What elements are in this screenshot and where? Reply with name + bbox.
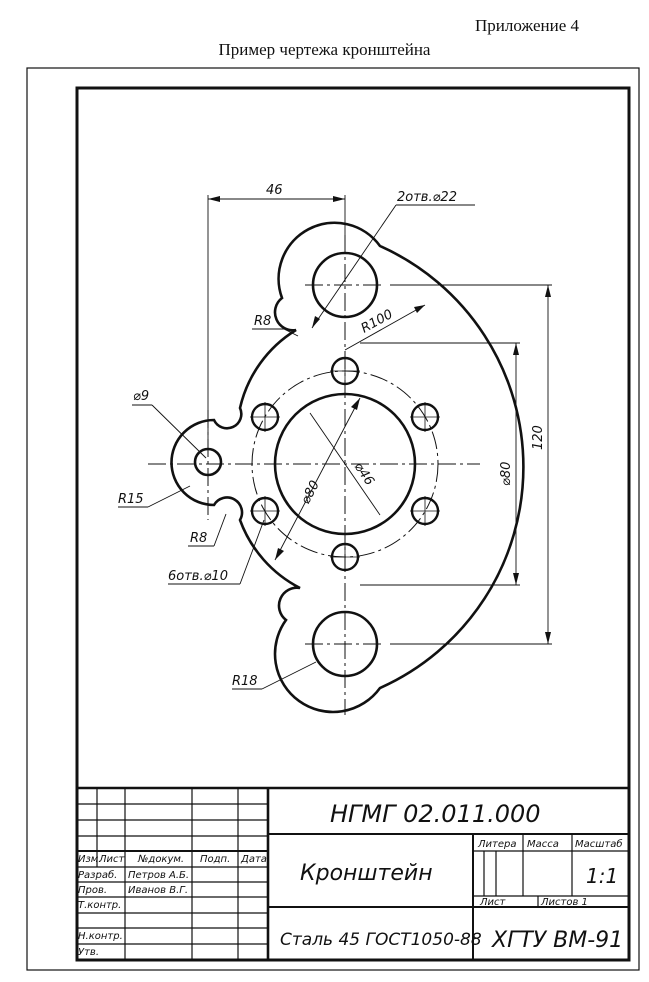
- dim-r8-top: R8: [254, 314, 271, 329]
- sheet-outer-border: [26, 67, 640, 971]
- col-data: Дата: [240, 854, 267, 865]
- dimension-arrows: [208, 196, 551, 644]
- bracket-outline: [170, 221, 525, 714]
- col-ndokum: №докум.: [137, 854, 184, 865]
- listov-label: Листов 1: [540, 897, 588, 908]
- dim-d80-right: ⌀80: [499, 462, 514, 486]
- list-label: Лист: [479, 897, 507, 908]
- name-razrab: Петров А.Б.: [128, 870, 189, 881]
- scale-value: 1:1: [586, 864, 618, 888]
- massa-label: Масса: [527, 839, 559, 850]
- bracket-part: [118, 195, 552, 715]
- role-utv: Утв.: [78, 947, 99, 958]
- title-block: [77, 786, 629, 960]
- part-name: Кронштейн: [300, 861, 433, 886]
- drawing-frame: [75, 86, 631, 962]
- dim-r18: R18: [232, 674, 258, 689]
- drawing-designation: НГМГ 02.011.000: [330, 800, 541, 828]
- dim-46: 46: [266, 183, 283, 198]
- role-prov: Пров.: [78, 885, 107, 896]
- bottom-hole: [311, 610, 379, 678]
- dim-r15: R15: [118, 492, 144, 507]
- col-list: Лист: [98, 854, 126, 865]
- center-lines: [148, 235, 480, 715]
- role-nkontr: Н.контр.: [78, 931, 123, 942]
- col-izm: Изм.: [78, 854, 102, 865]
- masshtab-label: Масштаб: [575, 838, 623, 850]
- dimension-lines: [118, 195, 552, 690]
- dim-2-holes-22: 2отв.⌀22: [397, 190, 457, 205]
- material: Сталь 45 ГОСТ1050-88: [280, 930, 482, 950]
- role-razrab: Разраб.: [78, 869, 117, 881]
- left-small-hole: [193, 447, 223, 477]
- dim-d80-inner: ⌀80: [298, 478, 323, 507]
- organization: ХГТУ ВМ-91: [491, 928, 623, 953]
- dim-6-holes-10: 6отв.⌀10: [168, 569, 228, 584]
- role-tkontr: Т.контр.: [78, 900, 121, 911]
- dim-120: 120: [531, 425, 546, 450]
- central-bore: [273, 392, 417, 536]
- litera-label: Литера: [477, 839, 516, 850]
- dim-d9: ⌀9: [133, 389, 149, 404]
- bolt-hole-centers: [250, 356, 440, 572]
- name-prov: Иванов В.Г.: [128, 885, 188, 896]
- col-podp: Подп.: [200, 854, 230, 865]
- appendix-label: Приложение 4: [475, 16, 579, 35]
- top-hole: [311, 251, 379, 319]
- drawing-caption: Пример чертежа кронштейна: [218, 40, 431, 59]
- dim-r8-left: R8: [190, 531, 207, 546]
